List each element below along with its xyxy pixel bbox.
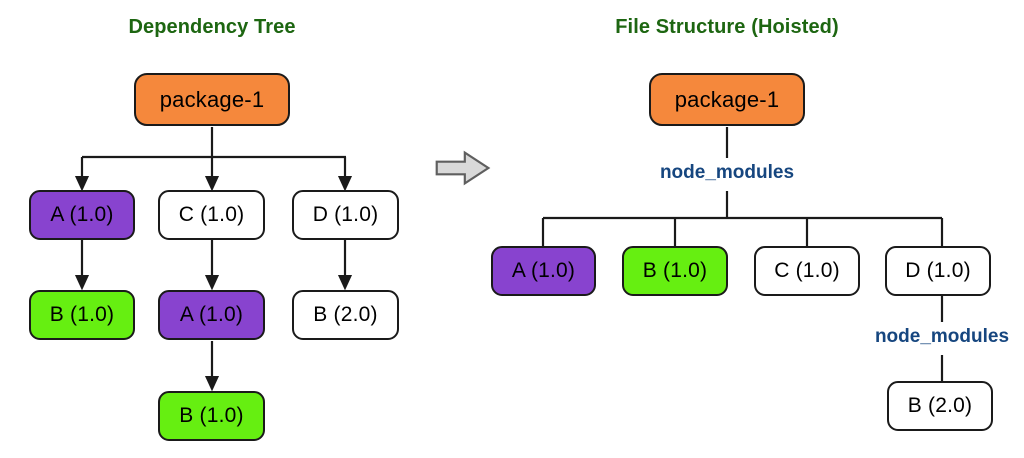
right-folder-node-modules-top[interactable]: node_modules [659, 162, 795, 183]
right-edge-nodemodules-bus [543, 191, 942, 220]
left-node-a-1-0-under-c[interactable]: A (1.0) [158, 290, 265, 340]
left-node-c-1-0[interactable]: C (1.0) [158, 190, 265, 240]
right-node-a-1-0[interactable]: A (1.0) [491, 246, 596, 296]
right-folder-node-modules-nested[interactable]: node_modules [874, 326, 1010, 347]
left-node-d-1-0[interactable]: D (1.0) [292, 190, 399, 240]
left-panel-title: Dependency Tree [128, 16, 296, 38]
right-node-root[interactable]: package-1 [649, 73, 805, 126]
right-panel-title: File Structure (Hoisted) [615, 16, 839, 38]
left-node-a-1-0[interactable]: A (1.0) [29, 190, 135, 240]
right-node-b-1-0[interactable]: B (1.0) [622, 246, 728, 296]
left-node-b-2-0-under-d[interactable]: B (2.0) [292, 290, 399, 340]
right-node-d-1-0[interactable]: D (1.0) [885, 246, 991, 296]
left-node-root[interactable]: package-1 [134, 73, 290, 126]
left-node-b-1-0-deepest[interactable]: B (1.0) [158, 391, 265, 441]
right-edge-bus-to-children [541, 218, 944, 247]
right-block-arrow-icon [435, 150, 491, 186]
right-node-c-1-0[interactable]: C (1.0) [754, 246, 860, 296]
left-edge-root-bus [82, 127, 346, 159]
right-node-b-2-0[interactable]: B (2.0) [887, 381, 993, 431]
left-node-b-1-0-under-a[interactable]: B (1.0) [29, 290, 135, 340]
left-edge-bus-to-children [74, 157, 353, 192]
